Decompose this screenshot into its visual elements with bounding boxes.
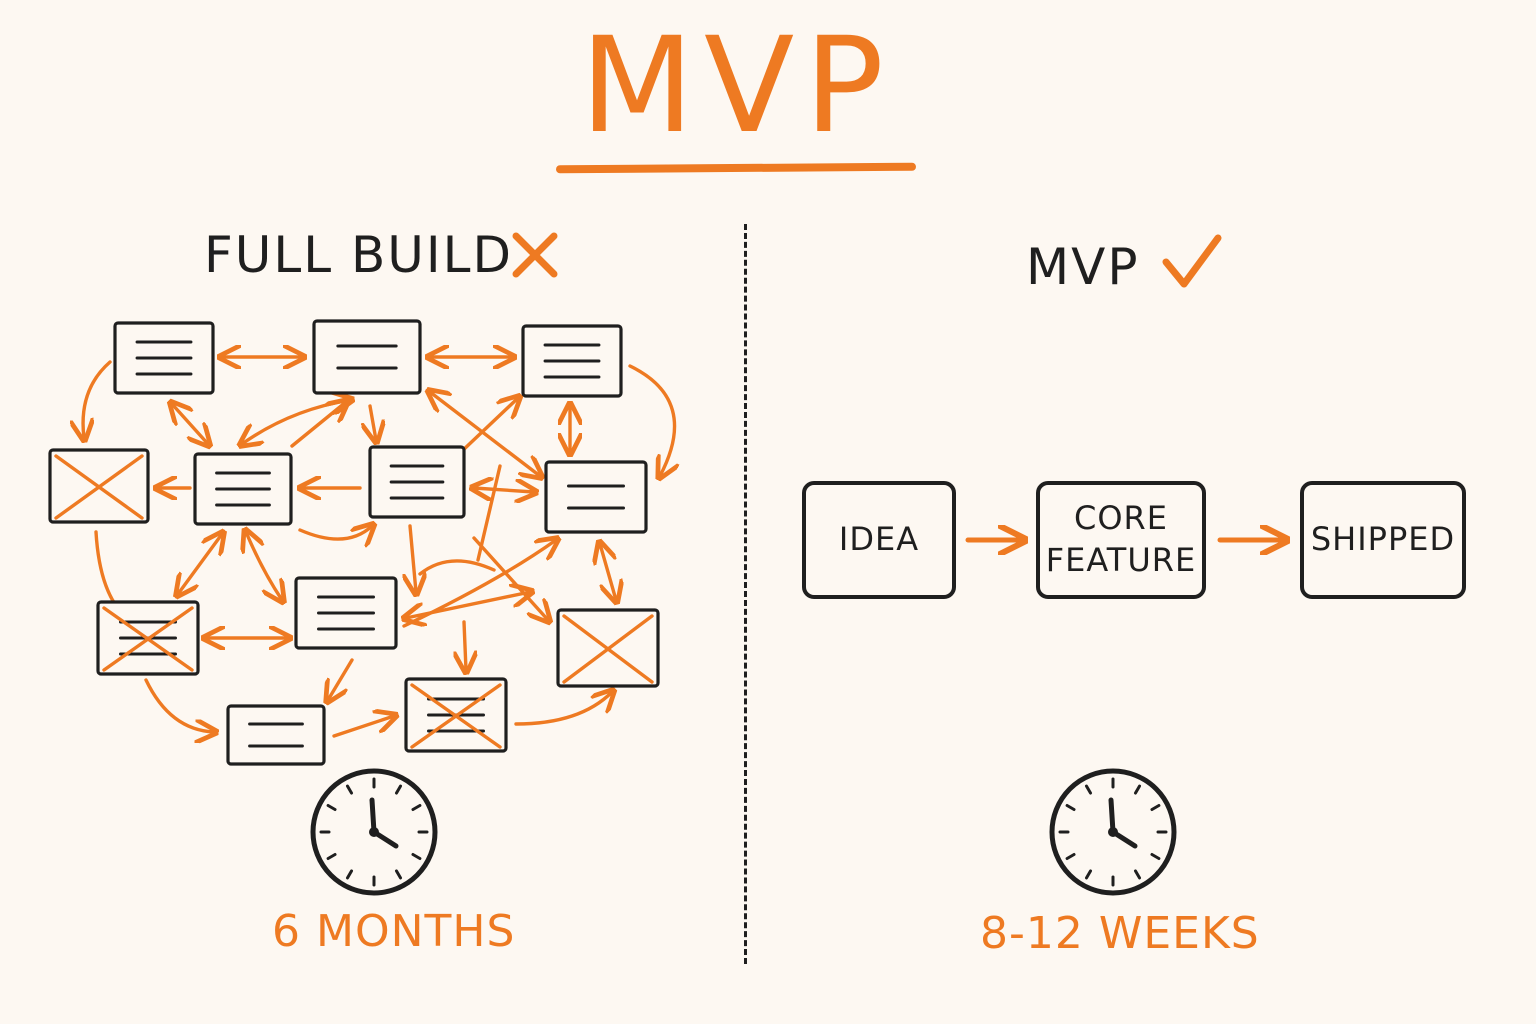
feature-box <box>521 324 623 398</box>
dependency-arrow <box>464 620 466 670</box>
dependency-arrow <box>178 534 222 594</box>
feature-box <box>113 321 215 395</box>
dependency-arrow <box>410 524 416 592</box>
dependency-arrow <box>474 488 534 492</box>
flow-step-label: CORE FEATURE <box>1045 499 1197 579</box>
flow-step-core-feature: CORE FEATURE <box>1036 481 1206 599</box>
dependency-arrow <box>290 402 346 448</box>
feature-box <box>226 704 326 766</box>
dependency-arrow <box>328 658 354 700</box>
dependency-arrow <box>332 716 394 738</box>
discarded-feature-box <box>96 600 200 676</box>
feature-box <box>294 576 398 650</box>
feature-box <box>312 319 422 395</box>
dependency-arrow <box>298 526 372 539</box>
feature-box <box>368 445 466 519</box>
dependency-arrow <box>402 540 556 628</box>
section-divider <box>744 224 747 964</box>
dependency-arrow <box>172 404 208 444</box>
page-title: MVP <box>580 9 894 163</box>
dependency-arrow <box>246 532 282 600</box>
dependency-arrow <box>370 404 376 440</box>
dependency-arrow <box>514 692 612 726</box>
flow-step-shipped: SHIPPED <box>1300 481 1466 599</box>
full-build-duration: 6 MONTHS <box>272 906 516 957</box>
full-build-label: FULL BUILD <box>204 226 513 284</box>
mvp-label: MVP <box>1026 238 1140 296</box>
dependency-arrow <box>242 400 350 444</box>
dependency-arrow <box>476 464 502 562</box>
dependency-arrow <box>628 364 675 476</box>
dependency-arrow <box>418 559 496 576</box>
flow-step-idea: IDEA <box>802 481 956 599</box>
dependency-arrow <box>83 360 112 438</box>
flow-step-label: IDEA <box>838 520 920 559</box>
dependency-arrow <box>600 544 616 600</box>
discarded-feature-box <box>404 677 508 753</box>
feature-box <box>544 460 648 534</box>
dependency-arrow <box>472 536 548 620</box>
mvp-duration: 8-12 WEEKS <box>980 908 1260 959</box>
flow-step-label: SHIPPED <box>1310 520 1456 559</box>
dependency-arrow <box>144 678 214 732</box>
discarded-feature-box <box>48 448 150 524</box>
discarded-feature-box <box>556 608 660 688</box>
feature-box <box>193 452 293 526</box>
